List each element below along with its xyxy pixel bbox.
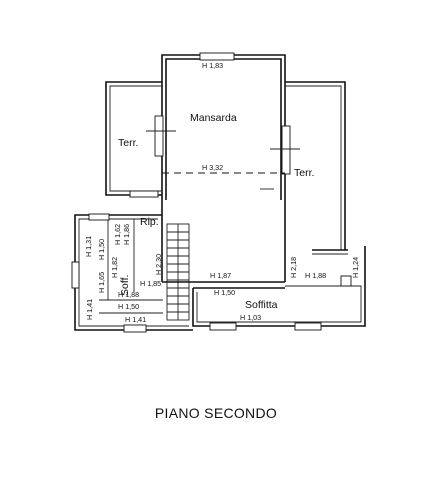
- height-label-230: H 2,30: [154, 254, 163, 275]
- height-label-182: H 1,82: [110, 257, 119, 278]
- window-soffitta-b: [294, 322, 322, 331]
- height-label-150-b: H 1,50: [118, 302, 139, 311]
- height-label-right-corner: H 1,24: [351, 257, 360, 278]
- height-label-bottom-center: H 1,87: [210, 271, 231, 280]
- terrace-right-wall: [285, 81, 346, 250]
- height-label-141-vert: H 1,41: [85, 299, 94, 320]
- room-label-terrace-right: Terr.: [294, 167, 314, 179]
- window-top: [199, 52, 235, 61]
- soffitta-wall: [192, 246, 366, 327]
- window-soffitta-corner: [340, 275, 352, 287]
- height-label-185: H 1,85: [140, 279, 161, 288]
- room-label-rip: Rip.: [140, 216, 159, 228]
- room-label-soffitta: Soffitta: [245, 299, 278, 311]
- windows: [71, 52, 352, 333]
- room-label-mansarda: Mansarda: [190, 112, 237, 124]
- window-left-top: [88, 213, 110, 221]
- terrace-right-inner: [285, 85, 342, 250]
- height-label-right-area: H 1,88: [305, 271, 326, 280]
- height-label-stair-landing: H 1,50: [214, 288, 235, 297]
- height-label-162: H 1,62: [113, 224, 122, 245]
- window-mansarda-left: [154, 115, 164, 157]
- room-label-soff-small: Soff.: [119, 275, 131, 296]
- height-label-141-b: H 1,41: [125, 315, 146, 324]
- height-label-150: H 1,50: [97, 239, 106, 260]
- height-label-top: H 1,83: [202, 61, 223, 70]
- height-label-soffitta-bottom: H 1,03: [240, 313, 261, 322]
- height-label-188: H 1,88: [118, 290, 139, 299]
- height-label-right-wall: H 2,18: [289, 257, 298, 278]
- mansarda-inner-wall: [165, 58, 282, 200]
- height-label-131: H 1,31: [84, 236, 93, 257]
- height-label-186: H 1,86: [122, 224, 131, 245]
- soffitta-inner: [196, 285, 362, 323]
- window-soffitta-a: [209, 322, 237, 331]
- stair-steps: [167, 224, 189, 320]
- floor-title: PIANO SECONDO: [155, 405, 277, 421]
- window-left-bottom: [123, 324, 147, 333]
- window-mansarda-right: [281, 125, 291, 175]
- height-label-center: H 3,32: [202, 163, 223, 172]
- walls: [74, 54, 366, 331]
- window-terrace-left: [129, 190, 159, 198]
- room-label-terrace-left: Terr.: [118, 137, 138, 149]
- mansarda-wall: [161, 54, 286, 200]
- height-label-165: H 1,65: [97, 272, 106, 293]
- window-left-side: [71, 261, 80, 289]
